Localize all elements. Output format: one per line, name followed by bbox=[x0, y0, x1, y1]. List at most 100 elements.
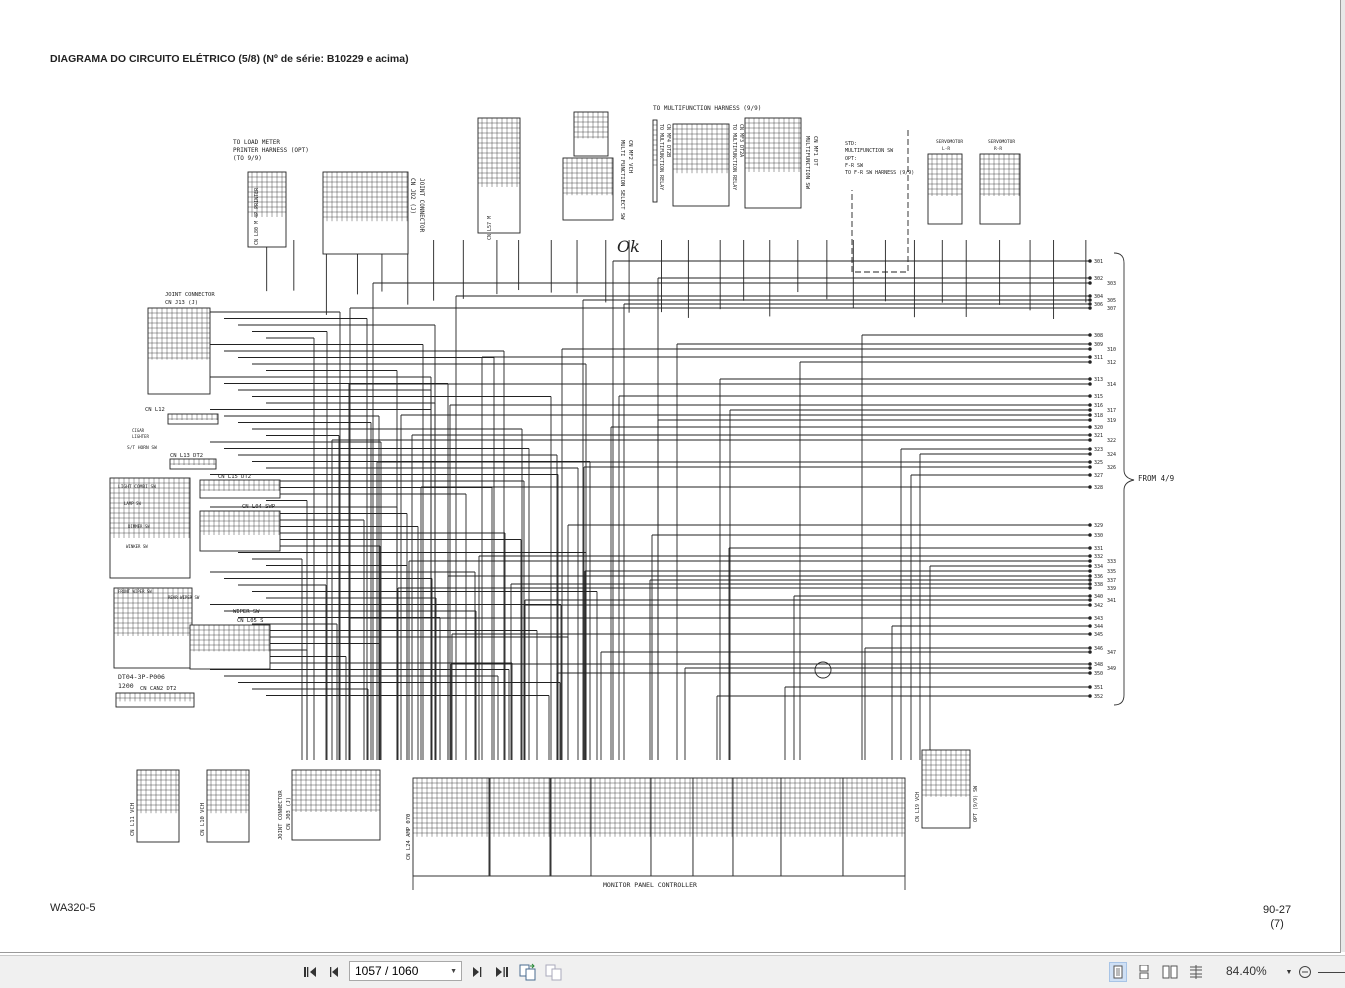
connector-jd2 bbox=[322, 171, 409, 255]
wire-number-label: 333 bbox=[1107, 559, 1116, 565]
first-page-button[interactable] bbox=[302, 962, 318, 982]
wire-number-label: 331 bbox=[1094, 546, 1103, 552]
label-cn-l12: CN L12 bbox=[145, 407, 165, 413]
wire-number-label: 347 bbox=[1107, 650, 1116, 656]
go-forward-view-icon bbox=[545, 964, 562, 981]
wire-terminal-330 bbox=[1088, 533, 1092, 537]
label-cn-mf4-1: CN MF4 DT2B bbox=[665, 124, 671, 157]
vertical-scrollbar[interactable] bbox=[1341, 0, 1345, 952]
wire-number-label: 349 bbox=[1107, 666, 1116, 672]
last-page-button[interactable] bbox=[494, 962, 510, 982]
next-page-button[interactable] bbox=[470, 962, 484, 982]
wire-terminal-301 bbox=[1088, 259, 1092, 263]
zoom-out-button[interactable] bbox=[1297, 962, 1313, 982]
wire-terminal-328 bbox=[1088, 485, 1092, 489]
connectors bbox=[109, 111, 1021, 877]
wire-terminal-307 bbox=[1088, 306, 1092, 310]
connector-cn-l05 bbox=[189, 624, 271, 670]
wire-terminal-308 bbox=[1088, 333, 1092, 337]
continuous-page-icon bbox=[1139, 965, 1149, 979]
wire-terminal-315 bbox=[1088, 394, 1092, 398]
wire-number-label: 319 bbox=[1107, 418, 1116, 424]
wire-number-label: 307 bbox=[1107, 306, 1116, 312]
wire-number-label: 314 bbox=[1107, 382, 1116, 388]
label-light-combi: LIGHT COMBI SW bbox=[118, 484, 156, 490]
wire-number-label: 303 bbox=[1107, 281, 1116, 287]
single-page-view-button[interactable] bbox=[1109, 962, 1127, 982]
wire-number-label: 302 bbox=[1094, 276, 1103, 282]
option-dashed-boundary bbox=[851, 130, 909, 273]
wire-number-label: 342 bbox=[1094, 603, 1103, 609]
go-forward-button[interactable] bbox=[544, 962, 564, 982]
wire-terminal-349 bbox=[1088, 666, 1092, 670]
label-cn-mf1-2: MULTIFUNCTION SW bbox=[804, 136, 810, 190]
label-servomotor-1: SERVOMOTOR bbox=[936, 139, 963, 145]
facing-view-button[interactable] bbox=[1161, 962, 1179, 982]
label-cn-l19-1: CN L19 VCH bbox=[915, 792, 921, 822]
label-joint-j13-2: CN J13 (J) bbox=[165, 300, 198, 306]
wire-terminal-337 bbox=[1088, 578, 1092, 582]
wire-terminal-334 bbox=[1088, 564, 1092, 568]
wire-terminal-316 bbox=[1088, 403, 1092, 407]
go-back-button[interactable] bbox=[518, 962, 538, 982]
wire-terminal-350 bbox=[1088, 671, 1092, 675]
wire-number-label: 341 bbox=[1107, 598, 1116, 604]
label-front-wiper: FRONT WIPER SW bbox=[118, 589, 152, 594]
label-cn-mf1-1: CN MF1 DT bbox=[812, 136, 818, 166]
wire-number-label: 337 bbox=[1107, 578, 1116, 584]
label-cn-l10: CN L10 VCH bbox=[200, 803, 206, 836]
wire-terminal-324 bbox=[1088, 452, 1092, 456]
wire-number-label: 334 bbox=[1094, 564, 1103, 570]
wire-number-label: 346 bbox=[1094, 646, 1103, 652]
wire-number-label: 317 bbox=[1107, 408, 1116, 414]
connector-cn-mf4 bbox=[652, 119, 658, 203]
label-cn-mf3-2: TO MULTIFUNCTION RELAY bbox=[731, 124, 737, 190]
model-number: WA320-5 bbox=[50, 902, 96, 914]
wire-number-label: 318 bbox=[1094, 413, 1103, 419]
wire-number-label: 326 bbox=[1107, 465, 1116, 471]
wire-number-label: 321 bbox=[1094, 433, 1103, 439]
page-code-main: 90-27 bbox=[1263, 904, 1292, 916]
wire-number-label: 351 bbox=[1094, 685, 1103, 691]
monitor-cn-3 bbox=[550, 777, 592, 877]
wire-terminal-312 bbox=[1088, 360, 1092, 364]
label-rear-wiper: REAR WIPER SW bbox=[168, 595, 200, 600]
continuous-view-button[interactable] bbox=[1135, 962, 1153, 982]
label-monitor-panel: MONITOR PANEL CONTROLLER bbox=[603, 881, 697, 889]
wire-terminal-342 bbox=[1088, 603, 1092, 607]
wire-terminal-336 bbox=[1088, 574, 1092, 578]
wire-number-label: 332 bbox=[1094, 554, 1103, 560]
label-st-horn: S/T HORN SW bbox=[127, 445, 157, 451]
page-code: 90-27(7) bbox=[1263, 903, 1291, 931]
wire-terminal-346 bbox=[1088, 646, 1092, 650]
page-dropdown-icon[interactable]: ▼ bbox=[450, 967, 457, 975]
wire-number-label: 335 bbox=[1107, 569, 1116, 575]
zoom-slider[interactable] bbox=[1318, 962, 1345, 982]
wire-terminal-325 bbox=[1088, 460, 1092, 464]
wire-terminal-303 bbox=[1088, 281, 1092, 285]
wire-number-label: 344 bbox=[1094, 624, 1103, 630]
label-opt: OPT: bbox=[845, 156, 857, 162]
connector-cn-mf3 bbox=[672, 123, 730, 207]
label-dimmer-sw: DIMMER SW bbox=[128, 524, 150, 529]
zoom-level[interactable]: 84.40% bbox=[1226, 964, 1267, 978]
wire-number-label: 301 bbox=[1094, 259, 1103, 265]
page-number-value: 1057 / 1060 bbox=[355, 964, 419, 978]
monitor-cn-l24 bbox=[412, 777, 490, 877]
wire-terminal-311 bbox=[1088, 355, 1092, 359]
wire-number-label: 343 bbox=[1094, 616, 1103, 622]
wire-number-label: 329 bbox=[1094, 523, 1103, 529]
connector-cn-l57 bbox=[477, 117, 521, 234]
wire-terminal-338 bbox=[1088, 582, 1092, 586]
page-number-field[interactable]: 1057 / 1060 ▼ bbox=[349, 961, 462, 981]
previous-page-button[interactable] bbox=[327, 962, 341, 982]
label-lamp-sw: LAMP SW bbox=[124, 501, 141, 506]
zoom-dropdown-icon[interactable]: ▼ bbox=[1285, 968, 1293, 976]
monitor-cn-8 bbox=[780, 777, 844, 877]
continuous-facing-icon bbox=[1190, 965, 1202, 979]
wire-terminal-344 bbox=[1088, 624, 1092, 628]
multifunction-select-switch bbox=[573, 111, 609, 157]
continuous-facing-view-button[interactable] bbox=[1187, 962, 1205, 982]
wire-terminal-333 bbox=[1088, 559, 1092, 563]
label-dt04: DT04-3P-P006 bbox=[118, 673, 165, 681]
